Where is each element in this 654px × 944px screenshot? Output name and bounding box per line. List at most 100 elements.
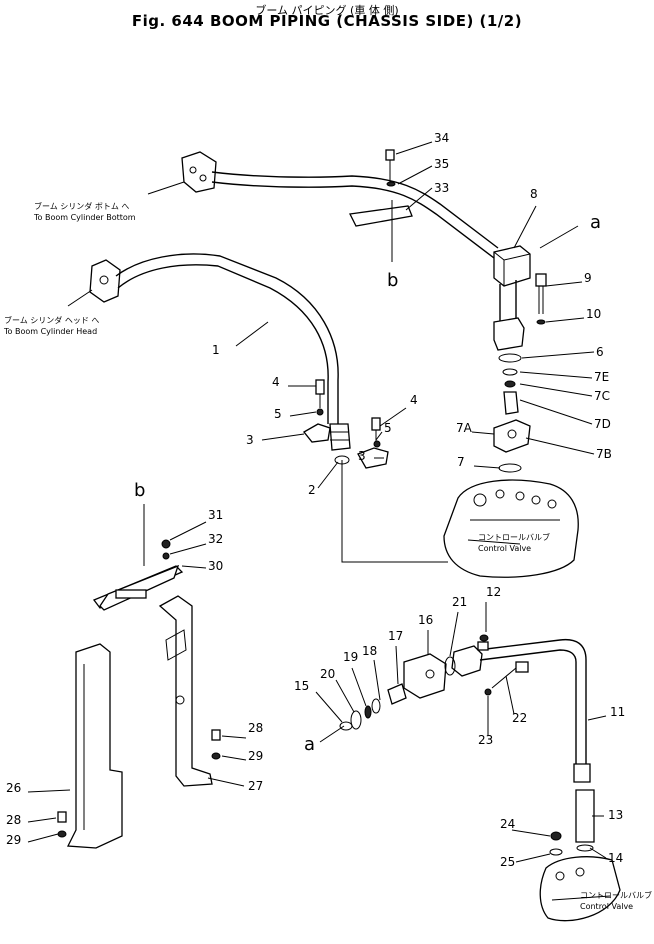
part-number-27: 27 [248,779,263,793]
part-number-29: 29 [6,833,21,847]
callout-leader [395,645,399,685]
callout-leader [515,853,551,863]
part-number-28: 28 [6,813,21,827]
part-number-6: 6 [596,345,604,359]
part-number-19: 19 [343,650,358,664]
label-bottom-en: To Boom Cylinder Bottom [33,213,136,222]
part-number-4: 4 [410,393,418,407]
callout-leader [545,317,585,323]
part-number-12: 12 [486,585,501,599]
part-number-8: 8 [530,187,538,201]
callout-leader [169,543,207,555]
part-number-5: 5 [384,421,392,435]
callout-leader [521,351,595,359]
part-number-7a: 7A [456,421,473,435]
callout-leader [207,777,245,787]
callout-leader [519,371,593,379]
callout-leader [379,407,407,427]
part-number-5: 5 [274,407,282,421]
label-bottom-jp: ブーム シリンダ ボトム へ [34,201,129,211]
pipe-11 [451,638,595,852]
callout-leader [525,437,595,455]
clamp-right [357,417,389,469]
part-number-26: 26 [6,781,21,795]
part-number-25: 25 [500,855,515,869]
part-number-7e: 7E [594,370,609,384]
part-number-32: 32 [208,532,223,546]
callout-leader [587,715,607,721]
leader-head [67,289,93,307]
part-number-28: 28 [248,721,263,735]
callout-leader [221,735,247,739]
block-8 [493,245,531,351]
part-number-11: 11 [610,705,625,719]
callout-leader [449,611,459,657]
callout-leader [405,187,433,211]
bracket-30 [92,539,184,611]
pipe-1 [89,253,351,451]
callout-leader [315,691,343,723]
ref-b-top: b [387,270,398,291]
callout-leader [397,165,433,185]
label-cv-en: Control Valve [478,544,531,553]
callout-leader [473,465,501,469]
callout-leader [235,321,269,347]
part-number-3: 3 [358,449,366,463]
seal-stack [339,683,407,731]
part-number-7d: 7D [594,417,611,431]
callout-leader [511,829,551,837]
bolt-9 [535,273,547,325]
callout-leader [373,659,381,701]
callout-leader [289,411,317,417]
control-valve-upper [443,479,579,578]
figure-title: Fig. 644 BOOM PIPING (CHASSIS SIDE) (1/2… [131,12,523,30]
callout-leader [27,789,71,793]
part-number-24: 24 [500,817,515,831]
part-number-4: 4 [272,375,280,389]
part-number-21: 21 [452,595,467,609]
label-cv2-en: Control Valve [580,902,633,911]
leader-a-left [319,725,345,743]
part-number-2: 2 [308,483,316,497]
callout-leader [335,679,355,713]
part-number-17: 17 [388,629,403,643]
part-number-7: 7 [457,455,465,469]
block-16 [403,653,456,699]
callout-leader [351,667,367,707]
callout-leader [221,755,247,761]
leader-bottom [147,181,185,195]
callout-leader [471,431,495,435]
callout-leader [169,521,207,541]
part-number-20: 20 [320,667,335,681]
part-number-13: 13 [608,808,623,822]
part-number-23: 23 [478,733,493,747]
bolt-22 [477,634,529,696]
part-number-33: 33 [434,181,449,195]
part-number-29: 29 [248,749,263,763]
leader-2 [341,460,448,563]
part-number-1: 1 [212,343,220,357]
part-number-3: 3 [246,433,254,447]
label-head-jp: ブーム シリンダ ヘッド へ [4,315,99,325]
callout-leader [589,847,607,859]
callout-leader [519,399,593,425]
callout-leader [505,675,515,715]
bracket-27 [158,595,221,787]
part-number-9: 9 [584,271,592,285]
callout-leader [261,433,305,441]
callout-leader [395,141,433,155]
ref-a-top: a [590,212,601,233]
bolt-34 [385,149,396,244]
part-number-18: 18 [362,644,377,658]
part-number-14: 14 [608,851,623,865]
title-japanese: ブーム パイピング (車 体 側) [255,4,399,17]
label-head-en: To Boom Cylinder Head [3,327,97,336]
part-number-34: 34 [434,131,449,145]
boom-bottom-pipe [181,151,499,259]
part-number-15: 15 [294,679,309,693]
part-number-7b: 7B [596,447,612,461]
part-number-22: 22 [512,711,527,725]
ref-b-left: b [134,480,145,501]
bracket-26 [57,643,123,849]
